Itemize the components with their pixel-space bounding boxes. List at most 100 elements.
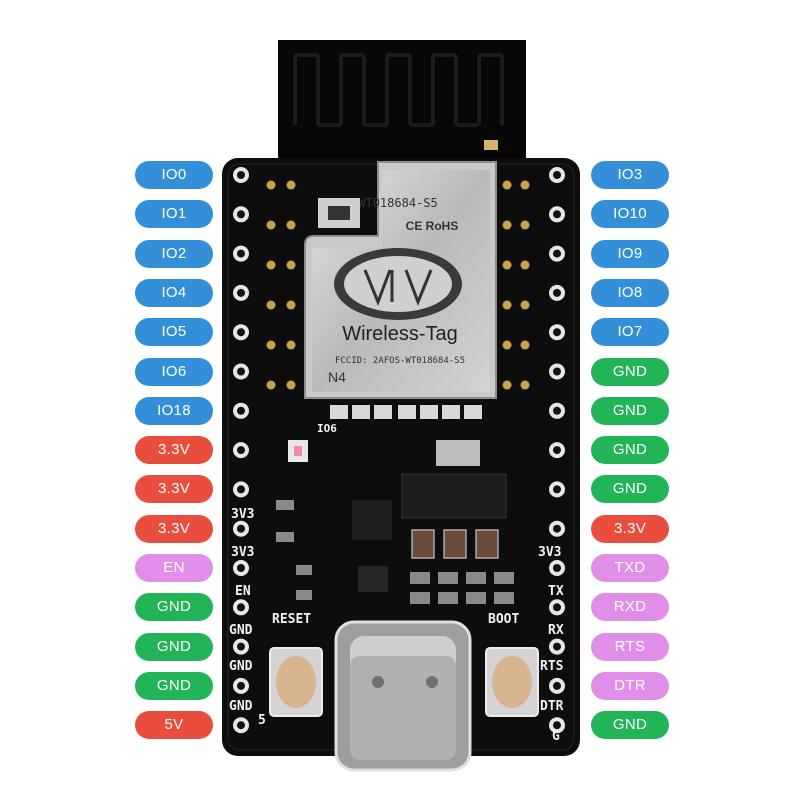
left-header-hole xyxy=(237,642,245,651)
silk-right-1: 3V3 xyxy=(538,545,561,560)
right-pin-label: GND xyxy=(591,711,669,740)
right-header-hole xyxy=(553,603,561,612)
silk-left-7: 5 xyxy=(258,713,266,728)
silk-left-4: GND xyxy=(229,623,253,638)
left-header-hole xyxy=(237,367,245,376)
left-header-hole xyxy=(237,446,245,455)
boot-button xyxy=(485,647,539,717)
right-header-hole xyxy=(553,406,561,415)
left-pin-label: GND xyxy=(135,593,213,622)
antenna-trace xyxy=(293,53,504,127)
silk-reset: RESET xyxy=(272,612,311,627)
inner-pad xyxy=(266,300,276,310)
right-pin-label: IO9 xyxy=(591,239,669,268)
inner-pad xyxy=(502,260,512,270)
silkscreen-labels: IO6 3V3 3V3 EN GND GND GND 5 3V3 TX RX R… xyxy=(229,422,564,744)
module-fccid: FCCID: 2AFOS-WT018684-S5 xyxy=(335,356,465,366)
silk-right-2: TX xyxy=(548,584,564,599)
right-header-hole xyxy=(553,524,561,533)
inner-pad xyxy=(286,180,296,190)
right-header-hole xyxy=(553,367,561,376)
module-certs: CE RoHS xyxy=(406,219,459,233)
inner-pad xyxy=(520,300,530,310)
right-header-hole xyxy=(553,721,561,730)
right-header-hole xyxy=(553,564,561,572)
left-pin-label: EN xyxy=(135,554,213,582)
left-header-hole xyxy=(237,564,245,572)
board-components xyxy=(276,198,514,604)
inner-pad xyxy=(286,380,296,390)
left-pin-label: IO6 xyxy=(135,357,213,386)
left-pin-label: 3.3V xyxy=(135,475,213,504)
right-header-hole xyxy=(553,210,561,219)
inner-pad xyxy=(502,340,512,350)
right-pin-label: RTS xyxy=(591,632,669,661)
right-header-hole xyxy=(553,249,561,258)
left-header-hole xyxy=(237,249,245,258)
left-pin-label: GND xyxy=(135,671,213,700)
left-header-hole xyxy=(237,210,245,219)
silk-boot: BOOT xyxy=(488,612,519,627)
inner-pad xyxy=(266,180,276,190)
inner-pad xyxy=(502,180,512,190)
left-pin-label: IO2 xyxy=(135,239,213,268)
left-pin-label: IO1 xyxy=(135,200,213,229)
right-pin-label: IO3 xyxy=(591,161,669,189)
right-pin-label: GND xyxy=(591,357,669,386)
left-pin-label: IO4 xyxy=(135,278,213,307)
silk-left-5: GND xyxy=(229,659,253,674)
inner-pad xyxy=(502,380,512,390)
brand-logo-mark xyxy=(363,269,433,307)
left-header-hole xyxy=(237,603,245,612)
inner-pad xyxy=(520,180,530,190)
inner-pad xyxy=(286,300,296,310)
inner-pad xyxy=(520,380,530,390)
right-pin-label: RXD xyxy=(591,593,669,622)
inner-pad xyxy=(520,260,530,270)
left-header-hole xyxy=(237,485,245,494)
silk-left-3: EN xyxy=(235,584,251,599)
silk-left-1: 3V3 xyxy=(231,507,254,522)
silk-right-3: RX xyxy=(548,623,564,638)
inner-pad xyxy=(520,340,530,350)
left-header-pads xyxy=(233,167,249,734)
right-header-hole xyxy=(553,446,561,455)
right-header-hole xyxy=(553,485,561,494)
right-pin-label: GND xyxy=(591,436,669,465)
left-pin-label: 5V xyxy=(135,711,213,740)
left-pin-label: 3.3V xyxy=(135,514,213,543)
left-pin-label: 3.3V xyxy=(135,436,213,465)
silk-io6: IO6 xyxy=(317,422,337,435)
silk-right-6: G xyxy=(552,729,560,744)
left-header-hole xyxy=(237,524,245,533)
left-header-hole xyxy=(237,406,245,415)
left-header-hole xyxy=(237,171,245,179)
right-pin-label: IO8 xyxy=(591,278,669,307)
right-pin-label: TXD xyxy=(591,554,669,582)
right-pin-label: IO10 xyxy=(591,200,669,229)
silk-left-6: GND xyxy=(229,699,253,714)
silk-right-4: RTS xyxy=(540,659,564,674)
left-pin-label: GND xyxy=(135,632,213,661)
left-pin-label: IO5 xyxy=(135,318,213,347)
left-pin-label: IO18 xyxy=(135,396,213,425)
antenna-component xyxy=(484,140,498,150)
usb-c-connector xyxy=(334,620,472,772)
reset-button xyxy=(269,647,323,717)
inner-pad xyxy=(286,340,296,350)
right-header-hole xyxy=(553,328,561,337)
left-pin-label: IO0 xyxy=(135,161,213,189)
left-header-hole xyxy=(237,288,245,297)
inner-pad xyxy=(520,220,530,230)
right-header-pads xyxy=(549,167,565,734)
right-pin-label: GND xyxy=(591,475,669,504)
module-variant: N4 xyxy=(328,369,346,385)
right-header-hole xyxy=(553,171,561,179)
left-header-hole xyxy=(237,721,245,730)
right-header-hole xyxy=(553,642,561,651)
module-model: WT018684-S5 xyxy=(358,196,437,210)
right-pin-label: 3.3V xyxy=(591,514,669,543)
right-pin-label: DTR xyxy=(591,671,669,700)
